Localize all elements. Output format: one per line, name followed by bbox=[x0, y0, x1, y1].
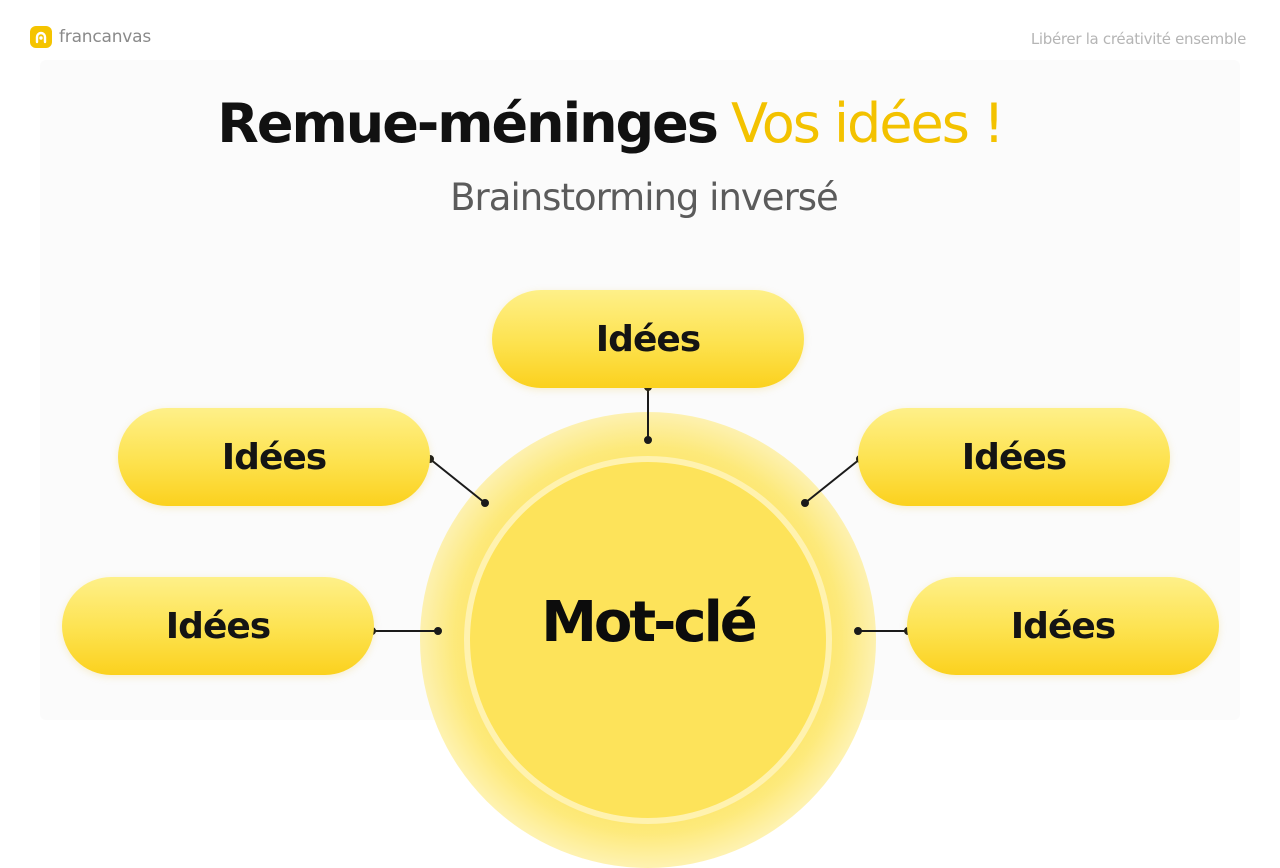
brand-logo[interactable]: francanvas bbox=[30, 26, 151, 48]
idea-node-upper-right[interactable]: Idées bbox=[858, 408, 1170, 506]
header-tagline: Libérer la créativité ensemble bbox=[1030, 30, 1246, 48]
francanvas-logo-icon bbox=[30, 26, 52, 48]
idea-node-lower-left[interactable]: Idées bbox=[62, 577, 374, 675]
idea-node-top[interactable]: Idées bbox=[492, 290, 804, 388]
idea-node-label: Idées bbox=[1010, 605, 1116, 647]
idea-node-label: Idées bbox=[595, 318, 701, 360]
page-subtitle: Brainstorming inversé bbox=[450, 176, 839, 219]
title-accent: Vos idées ! bbox=[730, 92, 1005, 155]
title-main: Remue-méninges bbox=[217, 92, 719, 155]
logo-wordmark: francanvas bbox=[59, 27, 152, 47]
idea-node-label: Idées bbox=[961, 436, 1067, 478]
idea-node-lower-right[interactable]: Idées bbox=[907, 577, 1219, 675]
idea-node-upper-left[interactable]: Idées bbox=[118, 408, 430, 506]
idea-node-label: Idées bbox=[165, 605, 271, 647]
idea-node-label: Idées bbox=[221, 436, 327, 478]
center-keyword: Mot-clé bbox=[541, 590, 758, 655]
